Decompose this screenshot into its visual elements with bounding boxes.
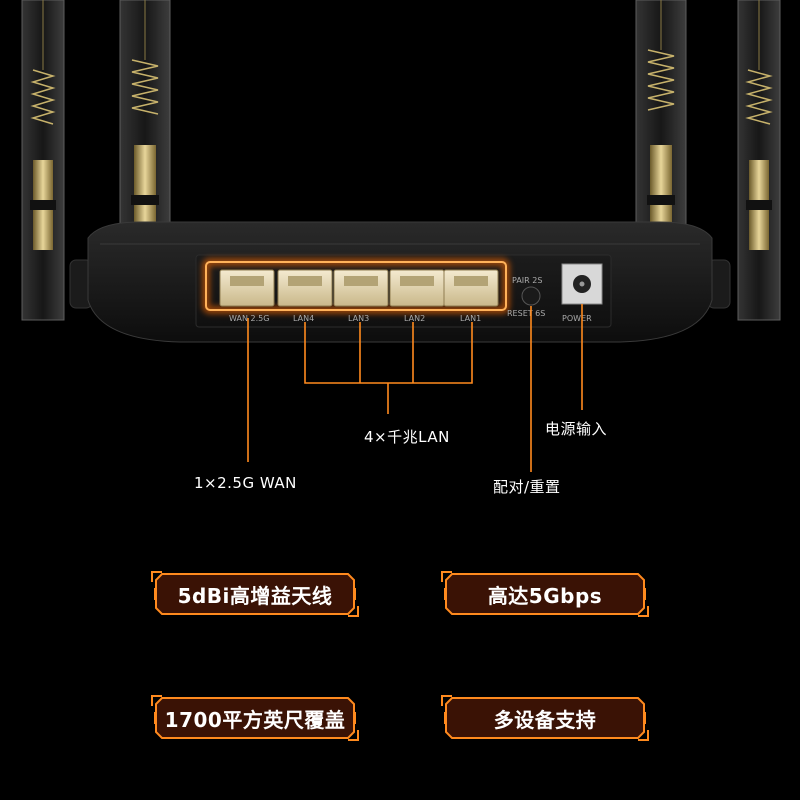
callout-lan: 4×千兆LAN — [364, 428, 450, 446]
port-label-lan1: LAN1 — [460, 314, 481, 323]
feature-badge-speed: 高达5Gbps — [440, 568, 650, 620]
port-frame — [205, 261, 507, 311]
pair-label: PAIR 2S — [512, 276, 542, 285]
badge-frame — [151, 695, 359, 741]
callout-wan: 1×2.5G WAN — [194, 474, 297, 492]
port-lan3 — [333, 269, 389, 307]
port-wan — [219, 269, 275, 307]
feature-badge-antenna: 5dBi高增益天线 — [150, 568, 360, 620]
feature-coverage-text: 1700平方英尺覆盖 — [164, 707, 346, 732]
port-lan1 — [443, 269, 499, 307]
antenna-right-outer — [737, 0, 781, 321]
callout-power: 电源输入 — [545, 420, 608, 438]
badge-frame — [151, 571, 359, 617]
feature-antenna-text: 5dBi高增益天线 — [177, 583, 333, 608]
badge-frame — [441, 571, 649, 617]
callout-lines — [247, 304, 583, 472]
badge-frame — [441, 695, 649, 741]
port-label-lan3: LAN3 — [348, 314, 369, 323]
feature-badge-coverage: 1700平方英尺覆盖 — [150, 692, 360, 744]
port-label-lan2: LAN2 — [404, 314, 425, 323]
reset-button[interactable] — [521, 286, 541, 306]
reset-label: RESET 6S — [507, 309, 545, 318]
port-label-wan: WAN 2.5G — [229, 314, 269, 323]
power-label: POWER — [562, 314, 592, 323]
antenna-left-outer — [21, 0, 65, 321]
feature-speed-text: 高达5Gbps — [487, 583, 603, 608]
port-lan2 — [389, 269, 445, 307]
port-lan4 — [277, 269, 333, 307]
feature-badge-devices: 多设备支持 — [440, 692, 650, 744]
feature-devices-text: 多设备支持 — [493, 707, 597, 732]
port-label-lan4: LAN4 — [293, 314, 314, 323]
callout-reset: 配对/重置 — [493, 478, 561, 496]
